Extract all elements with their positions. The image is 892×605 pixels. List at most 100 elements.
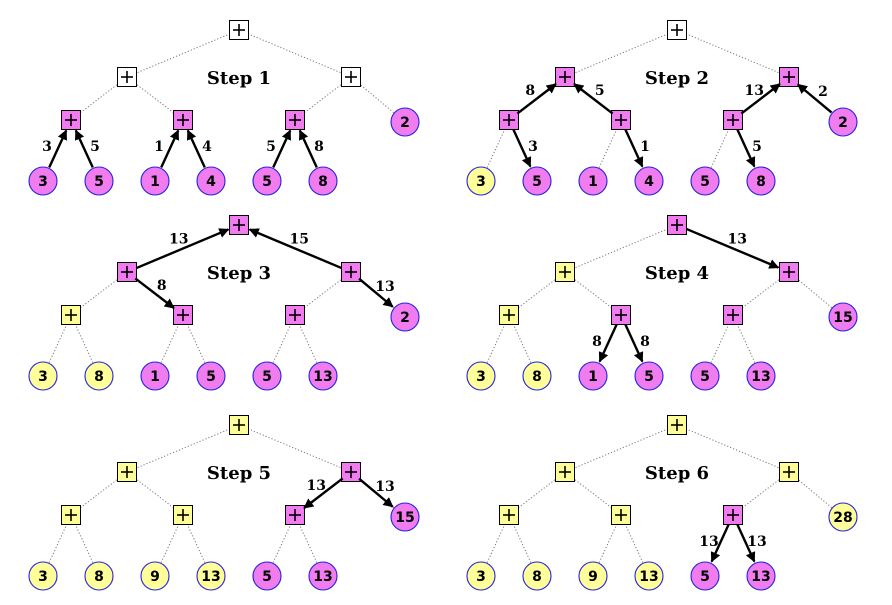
leaf-value: 3: [476, 174, 486, 190]
plus-operator-node: [611, 110, 631, 130]
leaf-node: [578, 561, 608, 591]
leaf-node: [466, 166, 496, 196]
arrow-label: 13: [375, 479, 394, 495]
leaf-value: 15: [395, 510, 414, 526]
leaf-value: 5: [644, 369, 654, 385]
message-arrow: [797, 83, 833, 114]
arrow-label: 13: [745, 83, 764, 99]
leaf-value: 2: [400, 310, 410, 326]
leaf-node: [308, 561, 338, 591]
tree-edge: [238, 29, 352, 78]
arrow-label: 13: [699, 534, 718, 550]
leaf-value: 3: [38, 174, 48, 190]
message-arrow: [303, 477, 344, 509]
plus-operator-node: [611, 505, 631, 525]
message-arrow: [358, 277, 394, 308]
step-title: Step 3: [207, 263, 271, 284]
arrow-label: 13: [747, 534, 766, 550]
tree-edge: [676, 29, 790, 78]
arrow-label: 1: [640, 139, 650, 155]
leaf-node: [84, 561, 114, 591]
leaf-node: [578, 166, 608, 196]
tree-edge: [70, 471, 128, 516]
tree-edge: [508, 471, 566, 516]
step-title: Step 4: [645, 263, 709, 284]
leaf-node: [690, 561, 720, 591]
plus-operator-node: [61, 505, 81, 525]
tree-edge: [294, 76, 352, 121]
leaf-node: [84, 166, 114, 196]
plus-operator-node: [723, 305, 743, 325]
arrow-label: 5: [752, 139, 762, 155]
leaf-value: 4: [644, 174, 654, 190]
plus-operator-node: [779, 67, 799, 87]
tree-edge: [732, 271, 790, 316]
leaf-node: [28, 361, 58, 391]
tree-edge: [126, 29, 240, 78]
leaf-value: 13: [313, 369, 332, 385]
leaf-node: [390, 107, 420, 137]
leaf-node: [746, 361, 776, 391]
message-arrow: [48, 129, 68, 168]
leaf-value: 1: [588, 174, 598, 190]
message-arrow: [186, 129, 206, 168]
leaf-value: 8: [532, 369, 542, 385]
leaf-node: [746, 561, 776, 591]
leaf-value: 2: [400, 115, 410, 131]
arrow-label: 3: [528, 139, 538, 155]
leaf-value: 2: [838, 115, 848, 131]
plus-operator-node: [285, 305, 305, 325]
step-title: Step 1: [207, 68, 271, 89]
leaf-node: [828, 502, 858, 532]
plus-operator-node: [555, 262, 575, 282]
arrow-label: 13: [169, 231, 188, 247]
leaf-value: 5: [700, 174, 710, 190]
leaf-node: [828, 302, 858, 332]
leaf-node: [196, 561, 226, 591]
leaf-value: 1: [150, 174, 160, 190]
tree-edge: [564, 471, 622, 516]
leaf-node: [522, 561, 552, 591]
message-arrow: [624, 324, 644, 363]
step-title: Step 6: [645, 463, 709, 484]
tree-edge: [676, 424, 790, 473]
plus-operator-node: [499, 110, 519, 130]
plus-operator-node: [229, 415, 249, 435]
plus-operator-node: [61, 305, 81, 325]
arrow-label: 8: [525, 83, 535, 99]
leaf-value: 28: [833, 510, 852, 526]
leaf-value: 13: [313, 569, 332, 585]
leaf-value: 8: [94, 569, 104, 585]
plus-operator-node: [341, 262, 361, 282]
tree-edge: [732, 471, 790, 516]
arrow-label: 8: [592, 334, 602, 350]
leaf-value: 9: [588, 569, 598, 585]
message-arrow: [598, 324, 618, 363]
leaf-node: [196, 166, 226, 196]
arrow-label: 13: [728, 231, 747, 247]
leaf-value: 5: [700, 369, 710, 385]
message-arrow: [516, 83, 557, 115]
arrow-label: 15: [290, 231, 309, 247]
leaf-value: 1: [150, 369, 160, 385]
leaf-node: [690, 166, 720, 196]
plus-operator-node: [117, 262, 137, 282]
arrow-label: 5: [595, 83, 605, 99]
leaf-node: [196, 361, 226, 391]
plus-operator-node: [723, 505, 743, 525]
leaf-value: 5: [262, 569, 272, 585]
plus-operator-node: [229, 20, 249, 40]
leaf-node: [140, 361, 170, 391]
leaf-node: [634, 561, 664, 591]
message-arrow: [136, 228, 230, 270]
plus-operator-node: [611, 305, 631, 325]
arrow-label: 13: [307, 478, 326, 494]
message-arrow: [736, 524, 756, 563]
message-arrow: [686, 227, 780, 269]
plus-operator-node: [61, 110, 81, 130]
arrow-label: 5: [266, 139, 276, 155]
